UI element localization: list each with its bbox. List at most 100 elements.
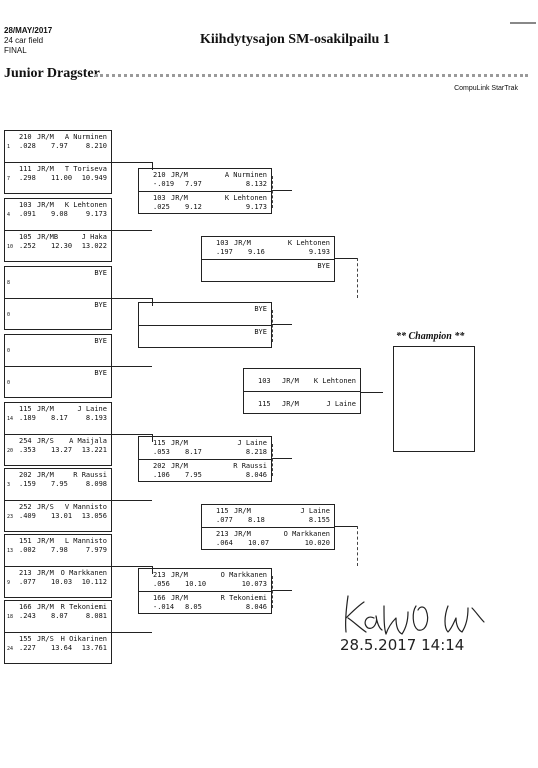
speed: 9.173 bbox=[245, 203, 267, 211]
car-class: JR/M bbox=[171, 594, 188, 602]
car-class: JR/M bbox=[37, 133, 54, 141]
champion-label: ** Champion ** bbox=[396, 331, 465, 342]
driver-name: L Mannisto bbox=[64, 537, 107, 545]
car-number: 213 bbox=[19, 569, 32, 577]
lane-top: BYE bbox=[139, 303, 271, 325]
reaction-time: .353 bbox=[19, 446, 36, 454]
driver-name: BYE bbox=[94, 337, 107, 345]
speed: 10.949 bbox=[81, 174, 107, 182]
car-class: JR/M bbox=[171, 171, 188, 179]
bracket-connector bbox=[361, 392, 383, 393]
driver-name: H Oikarinen bbox=[60, 635, 107, 643]
seed-number: 3 bbox=[7, 482, 11, 488]
car-number: 103 bbox=[216, 239, 229, 247]
car-number: 151 bbox=[19, 537, 32, 545]
driver-name: A Maijala bbox=[69, 437, 107, 445]
car-class: JR/M bbox=[234, 239, 251, 247]
seed-number: 18 bbox=[7, 614, 14, 620]
reaction-time: .197 bbox=[216, 248, 233, 256]
reaction-time: .243 bbox=[19, 612, 36, 620]
car-number: 210 bbox=[19, 133, 32, 141]
car-class: JR/M bbox=[171, 571, 188, 579]
seed-number: 1 bbox=[7, 144, 11, 150]
bracket-connector bbox=[272, 576, 274, 608]
car-number: 111 bbox=[19, 165, 32, 173]
car-number: 252 bbox=[19, 503, 32, 511]
driver-name: A Nurminen bbox=[64, 133, 107, 141]
lane-bottom: BYE bbox=[202, 259, 334, 282]
speed: 10.112 bbox=[81, 578, 107, 586]
elapsed-time: 10.10 bbox=[185, 580, 207, 588]
event-date: 28/MAY/2017 bbox=[4, 26, 53, 35]
bracket-connector bbox=[152, 298, 153, 306]
speed: 8.132 bbox=[245, 180, 267, 188]
driver-name: V Mannisto bbox=[64, 503, 107, 511]
car-class: JR/M bbox=[234, 507, 251, 515]
car-class: JR/M bbox=[37, 405, 54, 413]
elapsed-time: 12.30 bbox=[51, 242, 73, 250]
car-number: 213 bbox=[216, 530, 229, 538]
reaction-time: -.014 bbox=[153, 603, 175, 611]
bracket-connector bbox=[272, 324, 292, 325]
driver-name: BYE bbox=[94, 301, 107, 309]
speed: 13.022 bbox=[81, 242, 107, 250]
car-number: 155 bbox=[19, 635, 32, 643]
handwritten-signature: 28.5.2017 14:14 bbox=[340, 595, 485, 654]
reaction-time: .056 bbox=[153, 580, 170, 588]
speed: 13.056 bbox=[81, 512, 107, 520]
driver-name: K Lehtonen bbox=[64, 201, 107, 209]
driver-name: R Tekoniemi bbox=[60, 603, 107, 611]
speed: 8.081 bbox=[85, 612, 107, 620]
driver-name: J Haka bbox=[81, 233, 107, 241]
elapsed-time: 8.05 bbox=[185, 603, 202, 611]
driver-name: T Toriseva bbox=[64, 165, 107, 173]
elapsed-time: 8.17 bbox=[185, 448, 202, 456]
elapsed-time: 10.03 bbox=[51, 578, 73, 586]
reaction-time: .002 bbox=[19, 546, 36, 554]
speed: 8.210 bbox=[85, 142, 107, 150]
bracket-connector bbox=[272, 176, 274, 208]
reaction-time: .077 bbox=[216, 516, 233, 524]
car-number: 115 bbox=[153, 439, 166, 447]
reaction-time: -.019 bbox=[153, 180, 175, 188]
car-class: JR/M bbox=[37, 201, 54, 209]
car-class: JR/M bbox=[171, 462, 188, 470]
seed-number: 0 bbox=[7, 348, 11, 354]
reaction-time: .091 bbox=[19, 210, 36, 218]
elapsed-time: 13.64 bbox=[51, 644, 73, 652]
elapsed-time: 10.07 bbox=[248, 539, 270, 547]
elapsed-time: 7.95 bbox=[51, 480, 68, 488]
elapsed-time: 13.27 bbox=[51, 446, 73, 454]
class-name: Junior Dragster bbox=[4, 66, 100, 81]
bracket-connector bbox=[112, 434, 152, 435]
driver-name: A Nurminen bbox=[224, 171, 267, 179]
reaction-time: .064 bbox=[216, 539, 233, 547]
driver-name: R Raussi bbox=[233, 462, 267, 470]
field-size: 24 car field bbox=[4, 36, 44, 45]
car-number: 202 bbox=[153, 462, 166, 470]
seed-number: 20 bbox=[7, 448, 14, 454]
car-class: JR/M bbox=[234, 530, 251, 538]
speed: 8.046 bbox=[245, 471, 267, 479]
car-class: JR/S bbox=[37, 437, 54, 445]
seed-number: 7 bbox=[7, 176, 11, 182]
elapsed-time: 7.97 bbox=[185, 180, 202, 188]
reaction-time: .077 bbox=[19, 578, 36, 586]
bracket-connector bbox=[272, 458, 292, 459]
